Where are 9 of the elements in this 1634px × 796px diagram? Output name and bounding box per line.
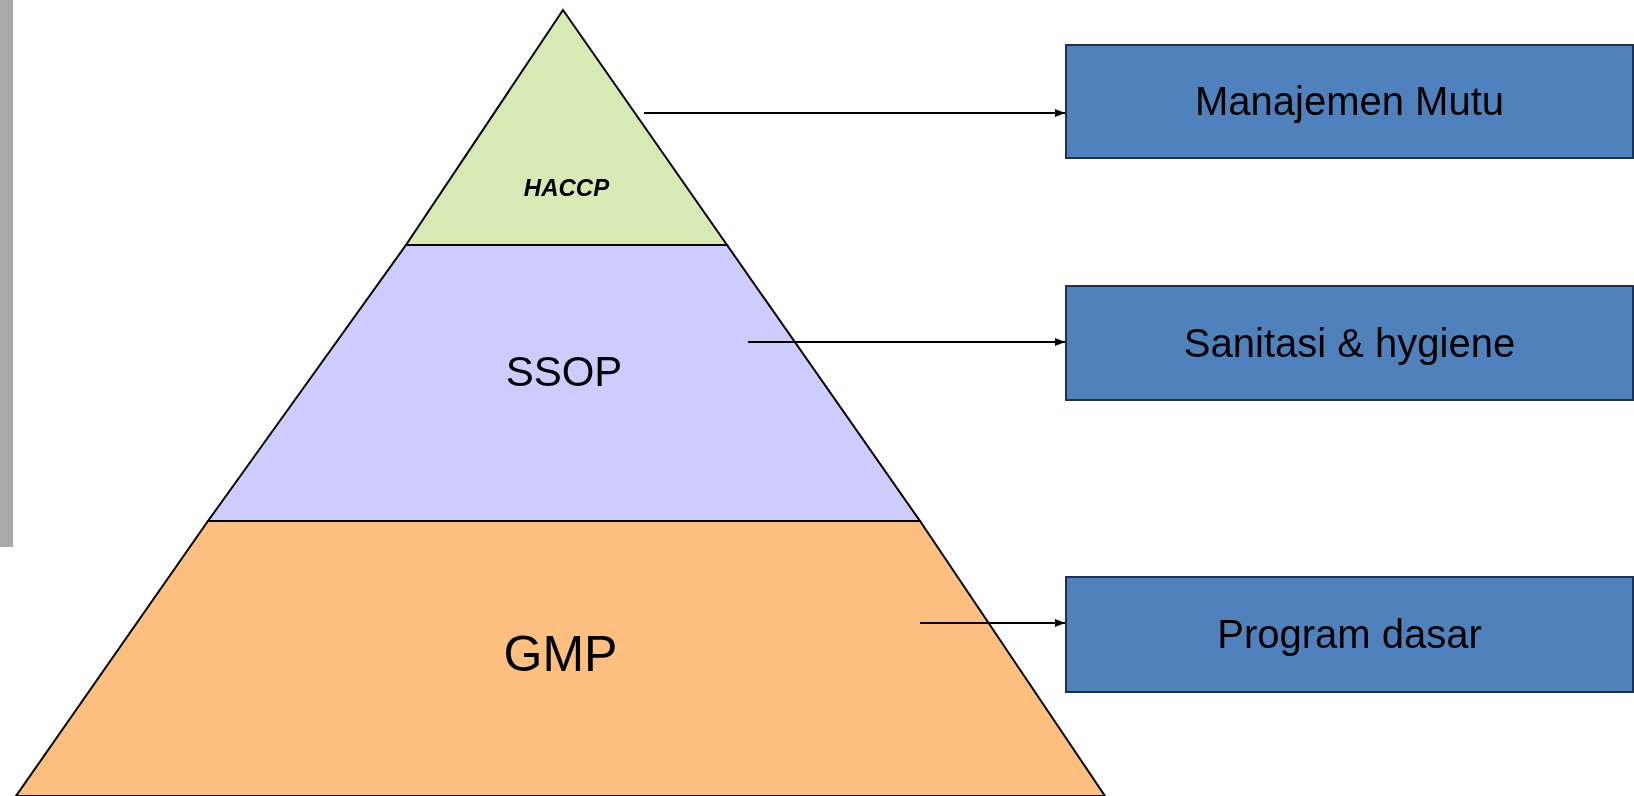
arrow <box>919 619 1066 627</box>
tier-label: GMP <box>502 629 619 679</box>
label-box: Manajemen Mutu <box>1065 44 1634 159</box>
arrow <box>643 109 1066 117</box>
arrow <box>747 338 1066 346</box>
tier-label: SSOP <box>504 351 624 393</box>
tier-label: HACCP <box>522 176 611 200</box>
label-box: Sanitasi & hygiene <box>1065 285 1634 401</box>
label-box: Program dasar <box>1065 576 1634 693</box>
